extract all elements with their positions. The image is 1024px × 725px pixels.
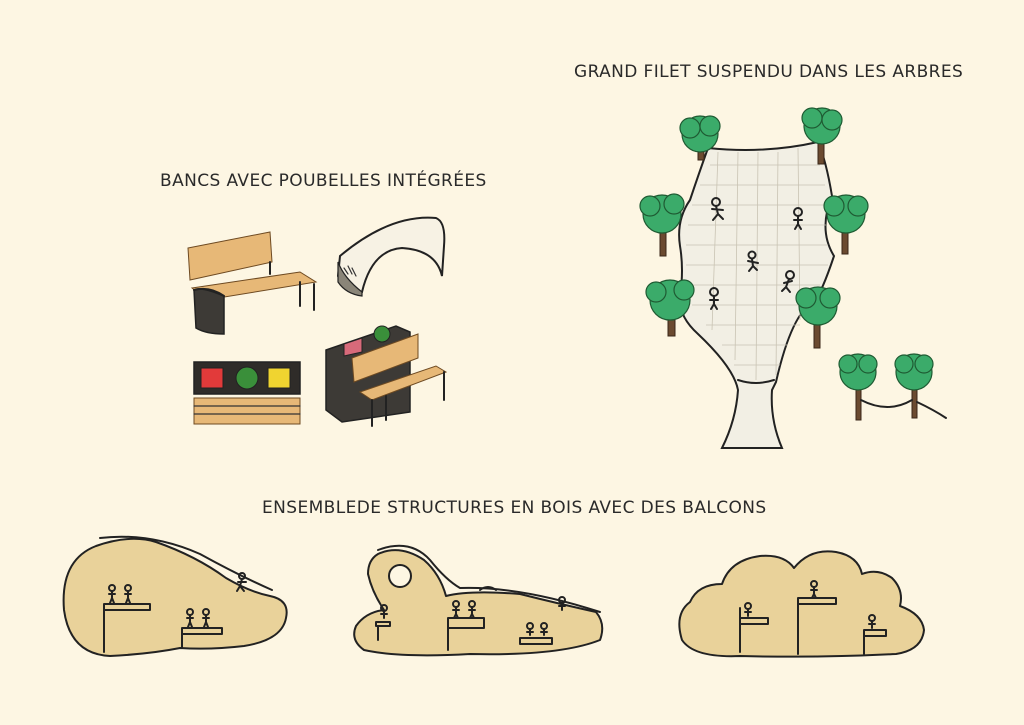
caption-hanging-net: GRAND FILET SUSPENDU DANS LES ARBRES	[574, 62, 964, 82]
tree	[645, 279, 695, 337]
caption-benches: BANCS AVEC POUBELLES INTÉGRÉES	[160, 171, 487, 191]
tree	[639, 193, 685, 257]
bench-with-bin-1	[187, 231, 318, 335]
bench-with-bin-3	[193, 361, 301, 425]
tree	[894, 353, 934, 419]
wood-structure-1	[62, 535, 288, 657]
tree	[823, 194, 869, 255]
tree	[838, 353, 878, 421]
wood-structure-2	[353, 544, 604, 657]
net-grid	[686, 147, 828, 381]
bench-with-bin-4	[325, 325, 448, 427]
tree	[801, 107, 843, 165]
trees	[639, 107, 947, 421]
tree	[795, 286, 841, 349]
caption-wooden-structures: ENSEMBLEDE STRUCTURES EN BOIS AVEC DES B…	[262, 498, 767, 518]
tree	[679, 115, 721, 161]
wood-structure-3	[678, 550, 925, 658]
net-people	[709, 197, 803, 310]
bench-with-bin-2	[336, 216, 446, 297]
hanging-net	[678, 140, 836, 449]
